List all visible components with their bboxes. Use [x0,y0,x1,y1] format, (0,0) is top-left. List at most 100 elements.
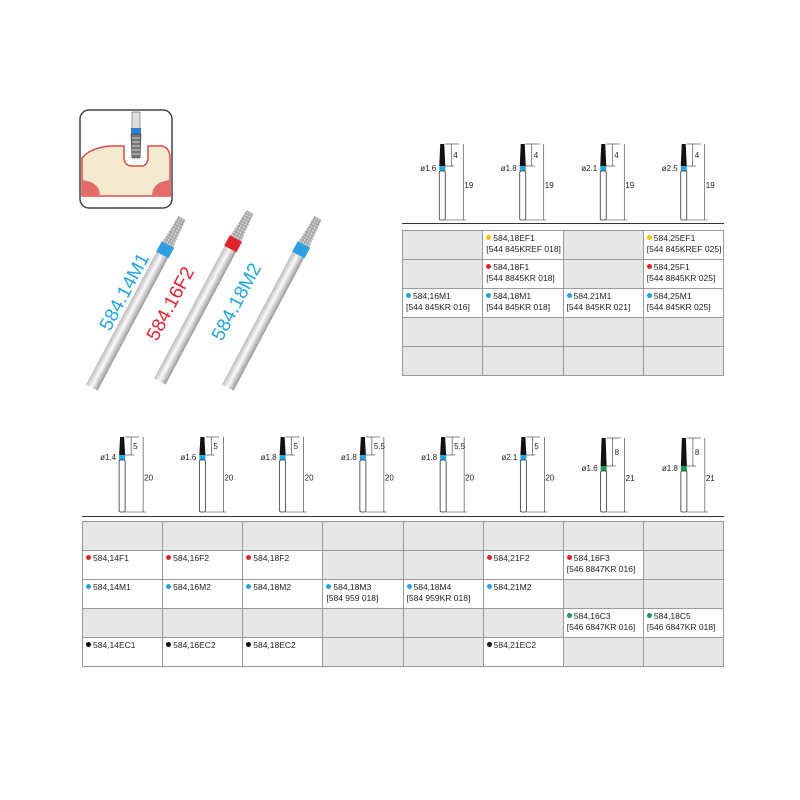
product-code: 584,14M1 [93,582,131,592]
table-cell [482,317,564,347]
product-code: 584,14F1 [93,553,129,563]
bur-shank [439,459,447,513]
bur-color-band [680,166,687,171]
table-cell [401,317,484,347]
bur-shank [198,459,206,513]
total-length-label: 20 [385,474,394,483]
head-length-label: 4 [695,151,700,160]
reference-code: [546 6847KR 016] [566,622,636,632]
black-dot-icon [246,642,252,648]
table-cell [81,521,164,551]
bur-head [199,437,206,455]
table-cell [482,346,564,376]
bur-head [439,144,446,166]
blue-dot-icon [486,584,492,590]
head-length-label: 5 [133,442,138,451]
table-cell [562,230,644,260]
table-cell [402,637,484,667]
bur-illustration: 584.14M1 584.16F2 584.18M2 [79,109,322,391]
bur-head [359,437,366,455]
product-code: 584,21F2 [493,553,530,563]
table-cell: 584,16M1[544 845KR 016] [401,288,484,318]
reference-code: [544 845KR 018] [486,302,551,312]
table-cell: 584,21M2 [482,579,564,609]
head-length-label: 4 [453,151,458,160]
black-dot-icon [166,642,172,648]
diameter-label: ø1.8 [421,453,438,462]
product-code: 584,16M1 [413,291,451,301]
head-length-label: 5.5 [374,442,386,451]
red-dot-icon [646,264,652,270]
table-cell [562,259,644,289]
diameter-label: ø1.8 [501,164,518,173]
blue-dot-icon [566,293,572,299]
reference-code: [544 845KREF 018] [486,244,561,254]
table-cell: 584,14M1 [81,579,164,609]
bur-color-band [680,466,687,471]
bur-head [520,437,527,455]
head-length-label: 5 [534,442,539,451]
product-code: 584,18C5 [653,611,691,621]
table-cell [562,346,644,376]
blue-dot-icon [246,584,252,590]
table-cell: 584,25F1[544 8845KR 025] [642,259,725,289]
table-cell: 584,25M1[544 845KR 025] [642,288,725,318]
bur-color-band [359,455,366,460]
bur-color-band [520,455,527,460]
yellow-dot-icon [646,235,652,241]
blue-dot-icon [646,293,652,299]
head-length-label: 5.5 [454,442,466,451]
table-cell [642,346,725,376]
bur-color-band [279,455,286,460]
product-code: 584,21M2 [493,582,532,592]
table-cell: 584,16EC2 [162,637,244,667]
bur-head [519,144,526,166]
red-dot-icon [246,555,252,561]
reference-code: [544 845KREF 025] [646,244,722,254]
reference-code: [546 6847KR 018] [646,622,716,632]
table-cell [401,259,484,289]
bur-shank [600,470,608,513]
product-code: 584,18EF1 [493,233,535,243]
table-cell [401,230,484,260]
table-cell [401,346,484,376]
product-code: 584,18EC2 [253,640,296,650]
table-cell [402,608,484,638]
blue-dot-icon [326,584,332,590]
head-length-label: 8 [695,448,700,457]
table-cell [562,521,644,551]
table-cell [482,521,564,551]
table-cell: 584,16M2 [162,579,244,609]
bottom-bur-drawings: 520ø1.4520ø1.6520ø1.85.520ø1.85.520ø1.85… [100,436,715,513]
product-code: 584,16M2 [173,582,211,592]
table-row [81,521,725,551]
table-cell: 584,18EC2 [242,637,324,667]
bur-color-band [600,466,607,471]
product-code: 584,25M1 [653,291,692,301]
product-code: 584,16F3 [573,553,610,563]
table-cell [642,550,725,580]
head-length-label: 4 [614,151,619,160]
bur-shank [519,459,527,513]
reference-code: [544 845KR 025] [646,302,711,312]
total-length-label: 20 [305,474,314,483]
table-cell: 584,14EC1 [81,637,164,667]
table-cell: 584,18EF1[544 845KREF 018] [482,230,564,260]
diameter-label: ø1.6 [582,464,599,473]
reference-code: [584 959 018] [326,593,379,603]
green-dot-icon [646,613,652,619]
diameter-label: ø1.6 [180,453,197,462]
bur-shank [359,459,367,513]
total-length-label: 20 [545,474,554,483]
green-dot-icon [566,613,572,619]
